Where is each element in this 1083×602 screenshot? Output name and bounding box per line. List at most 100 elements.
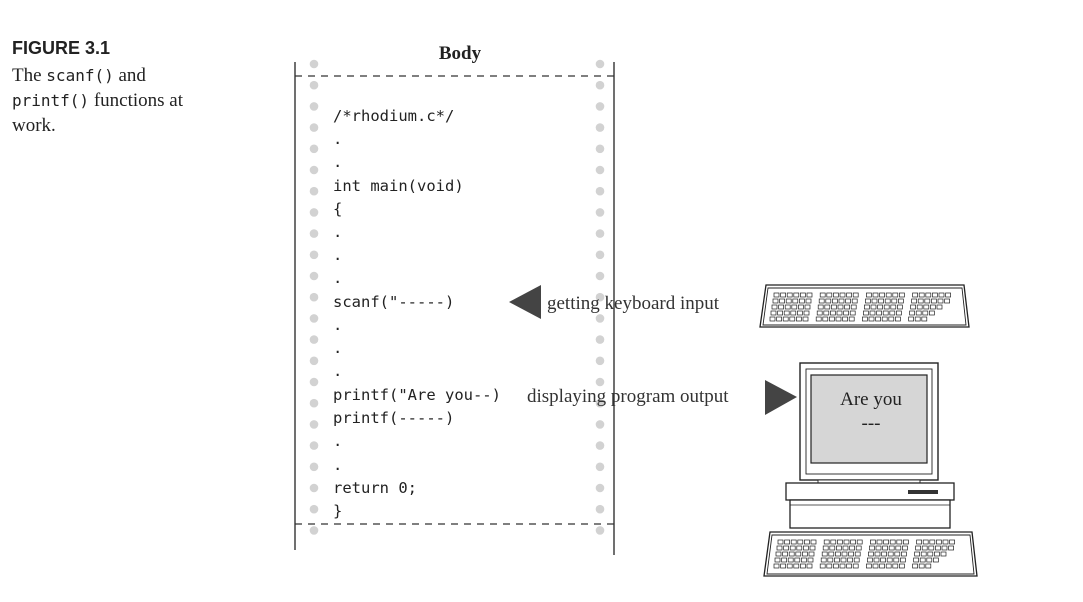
keyboard-key — [883, 304, 890, 310]
code-line: . — [333, 339, 343, 357]
code-line: printf("Are you--) — [333, 386, 501, 404]
keyboard-key — [912, 563, 918, 569]
keyboard-key — [803, 545, 809, 551]
feed-hole — [309, 483, 319, 493]
keyboard-key — [840, 557, 847, 563]
keyboard-key — [902, 545, 908, 551]
keyboard-key — [878, 298, 884, 304]
keyboard-key — [900, 557, 906, 563]
input-arrow-icon — [509, 285, 541, 319]
keyboard-key — [797, 310, 803, 316]
keyboard-key — [910, 304, 916, 310]
keyboard-key — [870, 304, 877, 310]
figure-caption: FIGURE 3.1 The scanf() and printf() func… — [12, 38, 252, 138]
keyboard-key — [886, 557, 893, 563]
keyboard-key — [888, 316, 895, 322]
keyboard-key — [869, 545, 875, 551]
keyboard-key — [922, 539, 929, 545]
keyboard-key — [845, 298, 851, 304]
monitor-screen-text: Are you --- — [814, 388, 928, 436]
feed-hole — [309, 356, 319, 366]
keyboard-key — [913, 557, 919, 563]
code-line: { — [333, 200, 343, 218]
keyboard-key — [866, 292, 872, 298]
keyboard-key — [826, 292, 833, 298]
keyboard-key — [846, 563, 852, 569]
keyboard-key — [931, 298, 937, 304]
keyboard-key — [871, 298, 878, 304]
keyboard-key — [887, 551, 894, 557]
feed-hole — [595, 59, 605, 69]
keyboard-key — [898, 298, 904, 304]
feed-hole — [595, 398, 605, 408]
keyboard-key — [899, 563, 905, 569]
keyboard-key — [885, 563, 892, 569]
keyboard-key — [875, 545, 882, 551]
feed-hole — [595, 144, 605, 154]
feed-hole — [595, 80, 605, 90]
feed-hole — [309, 420, 319, 429]
keyboard-key — [932, 292, 938, 298]
caption-line-3: work. — [12, 115, 56, 136]
keyboard-key — [799, 298, 805, 304]
feed-hole — [309, 441, 319, 450]
keyboard-key — [869, 310, 876, 316]
code-line: . — [333, 362, 343, 380]
keyboard-key — [825, 298, 832, 304]
keyboard-key — [843, 539, 850, 545]
keyboard-key — [837, 539, 843, 545]
keyboard-key — [788, 551, 795, 557]
keyboard-key — [874, 551, 881, 557]
keyboard-key — [835, 316, 842, 322]
keyboard-key — [839, 563, 846, 569]
keyboard-key — [930, 304, 936, 310]
keyboard-key — [782, 551, 788, 557]
keyboard-key — [815, 316, 822, 322]
keyboard-key — [914, 316, 921, 322]
feed-hole — [309, 462, 319, 472]
keyboard-key — [875, 316, 881, 322]
keyboard-key — [786, 563, 793, 569]
feed-hole — [309, 271, 319, 281]
code-line: return 0; — [333, 479, 417, 497]
keyboard-key — [929, 310, 935, 316]
keyboard-key — [865, 298, 871, 304]
keyboard-key — [882, 310, 889, 316]
keyboard-key — [842, 545, 849, 551]
keyboard-key — [795, 551, 802, 557]
keyboard-key — [827, 557, 834, 563]
keyboard-key — [806, 292, 813, 298]
keyboard-key — [923, 304, 930, 310]
keyboard-key — [849, 545, 855, 551]
keyboard-key — [823, 310, 830, 316]
keyboard-key — [802, 551, 808, 557]
feed-hole — [309, 186, 319, 196]
keyboard-key — [846, 292, 852, 298]
keyboard-key — [792, 298, 799, 304]
keyboard-key — [925, 292, 932, 298]
code-line: . — [333, 432, 343, 450]
keyboard-key — [838, 298, 845, 304]
keyboard-key — [769, 316, 776, 322]
keyboard-key — [901, 551, 907, 557]
keyboard-key — [809, 545, 816, 551]
keyboard-key — [885, 292, 892, 298]
keyboard-key — [780, 292, 786, 298]
keyboard-key — [868, 316, 875, 322]
caption-text: The — [12, 65, 47, 86]
keyboard-key — [852, 563, 859, 569]
output-label: displaying program output — [527, 386, 729, 407]
keyboard-key — [796, 545, 803, 551]
code-line: . — [333, 153, 343, 171]
keyboard-key — [801, 557, 807, 563]
keyboard-key — [822, 316, 829, 322]
feed-hole — [595, 292, 605, 302]
code-line: int main(void) — [333, 177, 464, 195]
keyboard-key — [797, 539, 804, 545]
keyboard-key — [798, 304, 804, 310]
keyboard-key — [855, 545, 862, 551]
feed-hole — [309, 335, 319, 344]
keyboard-key — [787, 557, 794, 563]
keyboard-key — [918, 292, 925, 298]
